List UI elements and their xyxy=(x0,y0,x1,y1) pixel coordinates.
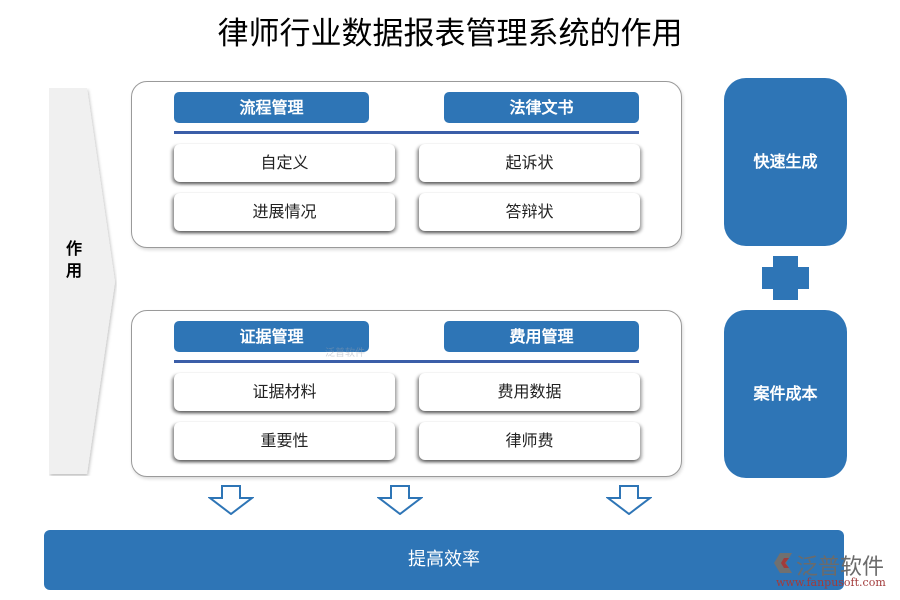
logo-url-text: www.fanpusoft.com xyxy=(776,576,886,589)
item-lawyer-fee: 律师费 xyxy=(419,422,640,460)
process-management-header: 流程管理 xyxy=(174,92,369,123)
chevron-arrow-shape xyxy=(49,88,115,474)
down-arrow-icon xyxy=(377,485,423,515)
legal-documents-header: 法律文书 xyxy=(444,92,639,123)
item-importance: 重要性 xyxy=(174,422,395,460)
faint-watermark: 泛普软件 xyxy=(325,348,365,359)
fee-management-header: 费用管理 xyxy=(444,321,639,352)
quick-generate-box: 快速生成 xyxy=(724,78,847,246)
item-fee-data: 费用数据 xyxy=(419,373,640,411)
divider xyxy=(174,360,639,363)
down-arrow-icon xyxy=(606,485,652,515)
page-title: 律师行业数据报表管理系统的作用 xyxy=(217,16,683,52)
item-progress: 进展情况 xyxy=(174,193,395,231)
divider xyxy=(174,131,639,134)
improve-efficiency-bar: 提高效率 xyxy=(44,530,844,590)
brand-logo: 泛普软件 www.fanpusoft.com xyxy=(768,549,898,594)
plus-icon xyxy=(762,256,809,300)
case-cost-box: 案件成本 xyxy=(724,310,847,478)
item-evidence-material: 证据材料 xyxy=(174,373,395,411)
down-arrow-icon xyxy=(208,485,254,515)
evidence-management-header: 证据管理 xyxy=(174,321,369,352)
role-label: 作用 xyxy=(65,239,82,280)
item-custom: 自定义 xyxy=(174,144,395,182)
item-complaint: 起诉状 xyxy=(419,144,640,182)
evidence-fees-panel: 证据管理 费用管理 证据材料 重要性 费用数据 律师费 xyxy=(131,310,682,477)
process-documents-panel: 流程管理 法律文书 自定义 进展情况 起诉状 答辩状 xyxy=(131,81,682,248)
logo-icon xyxy=(774,553,792,573)
item-defense: 答辩状 xyxy=(419,193,640,231)
logo-brand-text: 泛普软件 xyxy=(796,555,885,580)
